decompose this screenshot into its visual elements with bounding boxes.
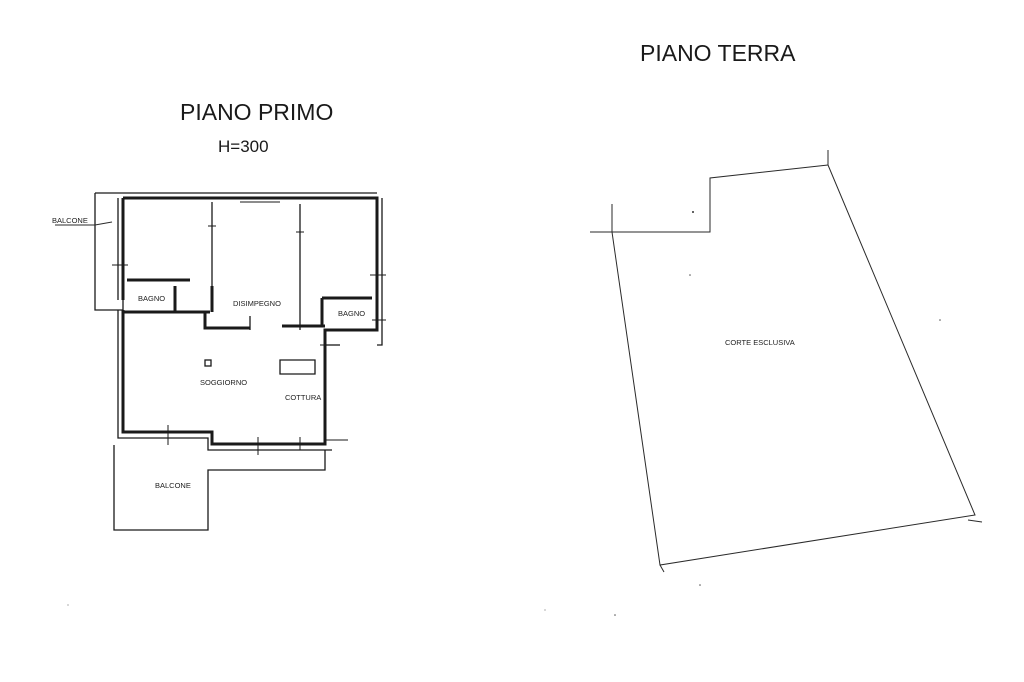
interior-walls — [122, 202, 372, 375]
label-balcone-bottom: BALCONE — [155, 481, 191, 490]
label-soggiorno: SOGGIORNO — [200, 378, 247, 387]
balcone-side: BALCONE — [52, 216, 113, 226]
balcone-bottom: BALCONE — [113, 445, 326, 531]
exterior-walls — [94, 192, 383, 451]
label-bagno-left: BAGNO — [138, 294, 165, 303]
piano-primo-plan: PIANO PRIMO H=300 — [52, 99, 386, 531]
corte-esclusiva-area: CORTE ESCLUSIVA — [590, 150, 983, 573]
window-marks — [112, 201, 386, 455]
piano-terra-plan: PIANO TERRA CORTE ESCLUSIVA — [67, 40, 983, 616]
piano-terra-title: PIANO TERRA — [640, 40, 796, 66]
piano-primo-height: H=300 — [218, 137, 269, 156]
label-bagno-right: BAGNO — [338, 309, 365, 318]
label-balcone-side: BALCONE — [52, 216, 88, 225]
label-disimpegno: DISIMPEGNO — [233, 299, 281, 308]
label-corte-esclusiva: CORTE ESCLUSIVA — [725, 338, 795, 347]
piano-primo-title: PIANO PRIMO — [180, 99, 333, 125]
scan-specks — [67, 211, 941, 616]
label-cottura: COTTURA — [285, 393, 321, 402]
